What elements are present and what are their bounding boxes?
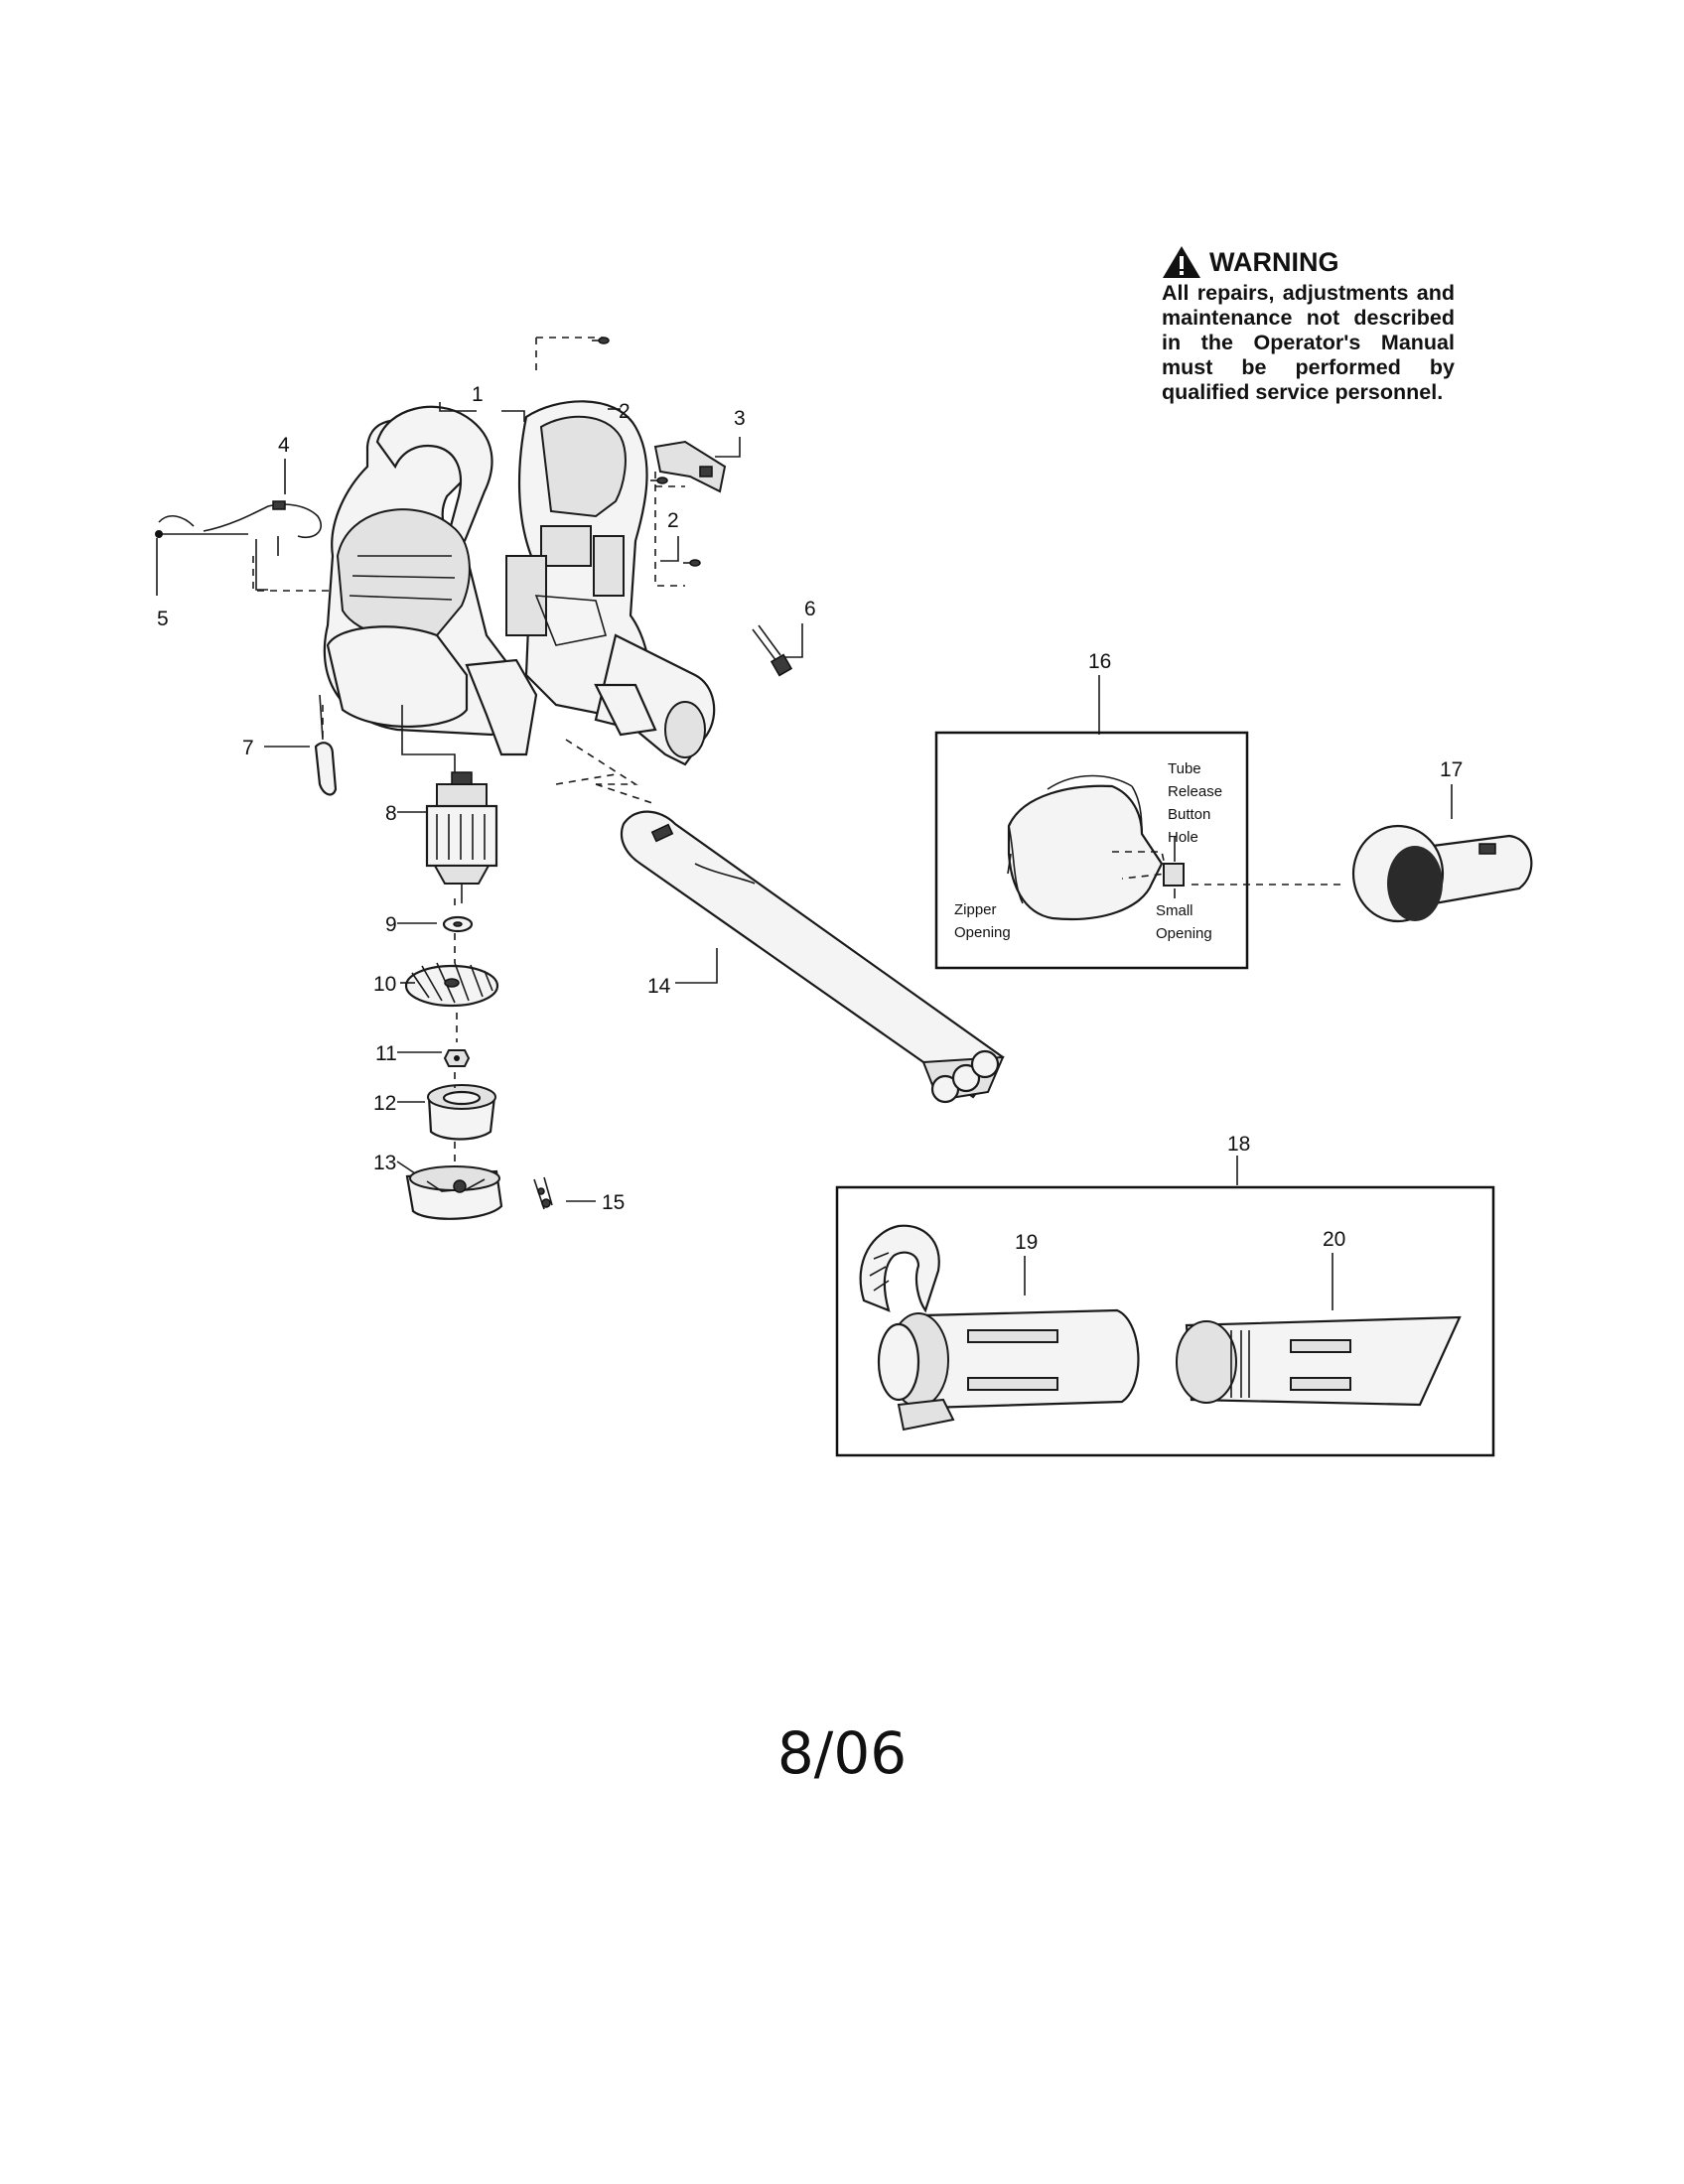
callout-12: 12 (373, 1092, 396, 1115)
motor-part-8 (425, 771, 498, 903)
intake-cover-part-12 (427, 1084, 496, 1141)
fan-part-10 (404, 962, 499, 1008)
bag-label-release: Release (1168, 783, 1222, 800)
callout-7: 7 (242, 737, 254, 759)
bag-label-zipper: Zipper (954, 901, 997, 918)
callout-1: 1 (472, 383, 484, 406)
screw-2a (592, 337, 610, 344)
callout-8: 8 (385, 802, 397, 825)
trigger-part-7 (314, 694, 338, 796)
collection-bag-part-16 (1007, 774, 1185, 920)
bag-adapter-part-17 (1351, 824, 1533, 923)
screw-2c (683, 559, 701, 567)
callout-9: 9 (385, 913, 397, 936)
callout-2b: 2 (667, 509, 679, 532)
nut-part-11 (443, 1013, 471, 1067)
blower-housing (323, 400, 716, 766)
callout-3: 3 (734, 407, 746, 430)
bag-label-small: Small (1156, 902, 1193, 919)
blower-tube-part-14 (620, 810, 1005, 1104)
callout-17: 17 (1440, 758, 1463, 781)
switch-part-3 (653, 440, 727, 493)
screws-part-15 (533, 1176, 553, 1210)
callout-4: 4 (278, 434, 290, 457)
callout-6: 6 (804, 598, 816, 620)
base-cover-part-13 (405, 1165, 503, 1220)
bag-label-hole: Hole (1168, 829, 1198, 846)
bag-label-button: Button (1168, 806, 1210, 823)
washer-part-9 (442, 915, 474, 933)
bag-label-tube: Tube (1168, 760, 1201, 777)
callout-13: 13 (373, 1152, 396, 1174)
callout-19: 19 (1015, 1231, 1038, 1254)
vacuum-tube-part-19 (859, 1224, 1140, 1432)
bag-label-small-opening: Opening (1156, 925, 1212, 942)
callout-2a: 2 (619, 400, 631, 423)
callout-16: 16 (1088, 650, 1111, 673)
screw-2b (650, 477, 668, 484)
callout-11: 11 (375, 1042, 397, 1065)
date-code: 8/06 (776, 1719, 908, 1787)
warning-text: All repairs, adjustments and maintenance… (1162, 281, 1455, 404)
callout-18: 18 (1227, 1133, 1250, 1156)
callout-5: 5 (157, 608, 169, 630)
warning-triangle-icon (1163, 246, 1200, 278)
power-cord-part-4-5 (155, 500, 322, 556)
callout-15: 15 (602, 1191, 625, 1214)
crevice-tube-part-20 (1176, 1315, 1462, 1407)
callout-14: 14 (647, 975, 671, 998)
callout-20: 20 (1323, 1228, 1345, 1251)
bag-inset-frame (934, 731, 1249, 970)
warning-title: WARNING (1209, 246, 1339, 277)
bag-label-zipper-opening: Opening (954, 924, 1011, 941)
callout-10: 10 (373, 973, 396, 996)
tube-kit-inset-frame (835, 1185, 1495, 1457)
warning-box: WARNING All repairs, adjustments and mai… (1162, 245, 1455, 405)
cord-retainer-part-6 (752, 624, 793, 677)
